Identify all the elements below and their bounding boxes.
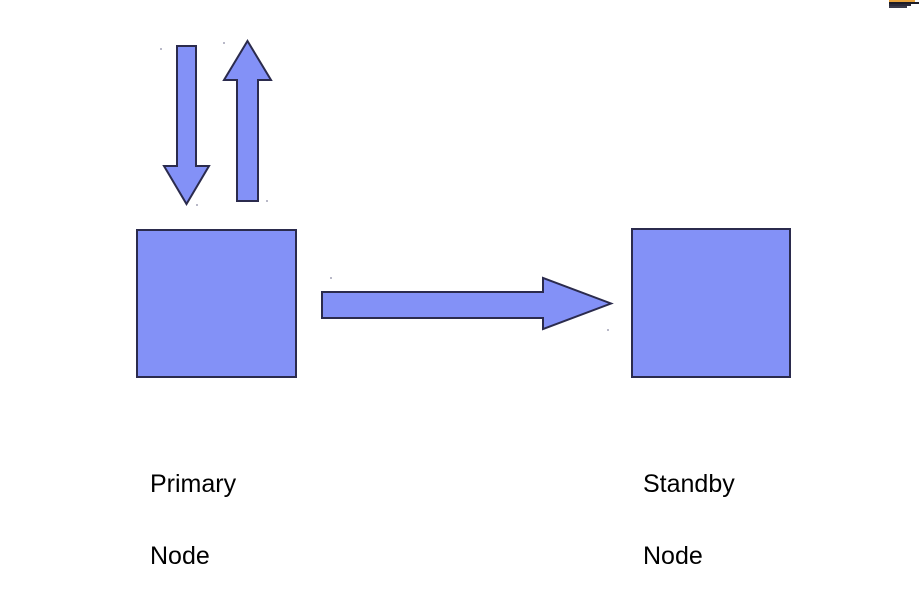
artifact-dot (160, 48, 162, 50)
standby-node-box[interactable] (631, 228, 791, 378)
primary-node-label-line1: Primary (150, 470, 237, 498)
primary-node-label: Primary Node (150, 424, 236, 608)
outbound-arrow[interactable] (222, 39, 273, 202)
corner-artifact-bar (889, 4, 911, 6)
corner-artifact-bar (889, 2, 919, 4)
artifact-dot (330, 277, 332, 279)
corner-artifact-bar (889, 6, 907, 8)
standby-node-label: Standby Node (643, 424, 735, 608)
artifact-dot (196, 204, 198, 206)
corner-artifact-bar (889, 0, 915, 2)
replication-arrow[interactable] (321, 276, 614, 331)
artifact-dot (223, 42, 225, 44)
outbound-arrow-glyph (222, 39, 273, 202)
artifact-dot (266, 200, 268, 202)
standby-node-label-line2: Node (643, 542, 703, 570)
primary-node-box[interactable] (136, 229, 297, 378)
inbound-arrow-glyph (162, 45, 211, 206)
artifact-dot (607, 329, 609, 331)
inbound-arrow[interactable] (162, 45, 211, 206)
replication-arrow-glyph (321, 276, 614, 331)
primary-node-label-line2: Node (150, 542, 210, 570)
standby-node-label-line1: Standby (643, 470, 735, 498)
corner-clipped-glyph (889, 0, 921, 9)
